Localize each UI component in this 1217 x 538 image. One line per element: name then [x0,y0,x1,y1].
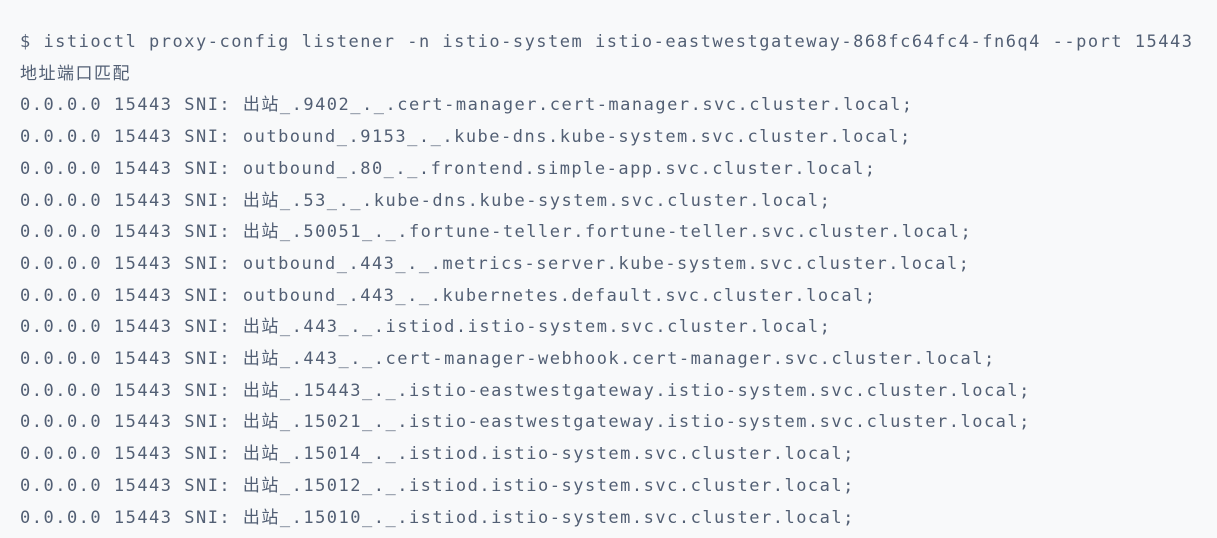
listener-address: 0.0.0.0 [20,475,103,496]
listener-row: 0.0.0.0 15443 SNI: 出站_.15443_._.istio-eastw… [20,376,1207,408]
listener-address: 0.0.0.0 [20,507,103,528]
table-header-text: 地址端口匹配 [20,63,131,84]
listener-address: 0.0.0.0 [20,127,103,148]
listener-address: 0.0.0.0 [20,444,103,465]
listener-row: 0.0.0.0 15443 SNI: 出站_.9402_._.cert-manager… [20,90,1207,122]
match-type-label: SNI: [184,127,232,148]
listener-port: 15443 [113,190,173,211]
listener-row: 0.0.0.0 15443 SNI: outbound_.80_._.frontend… [20,154,1207,186]
listener-port: 15443 [113,158,173,179]
listener-sni-value: outbound_.443_._.metrics-server.kube-sys… [242,253,971,274]
match-type-label: SNI: [184,412,232,433]
listener-row: 0.0.0.0 15443 SNI: outbound_.9153_._.kube-d… [20,122,1207,154]
listener-sni-value: 出站_.9402_._.cert-manager.cert-manager.sv… [242,95,914,116]
listener-sni-value: 出站_.50051_._.fortune-teller.fortune-tell… [242,222,973,243]
command-line: $ istioctl proxy-config listener -n istio… [20,27,1207,59]
match-type-label: SNI: [184,95,232,116]
listener-address: 0.0.0.0 [20,380,103,401]
listener-port: 15443 [113,285,173,306]
match-type-label: SNI: [184,380,232,401]
listener-address: 0.0.0.0 [20,412,103,433]
listener-row: 0.0.0.0 15443 SNI: 出站_.15010_._.istiod.isti… [20,503,1207,535]
listener-row: 0.0.0.0 15443 SNI: 出站_.53_._.kube-dns.kube-… [20,186,1207,218]
match-type-label: SNI: [184,475,232,496]
listener-sni-value: outbound_.443_._.kubernetes.default.svc.… [242,285,877,306]
listener-address: 0.0.0.0 [20,253,103,274]
listener-sni-value: 出站_.443_._.istiod.istio-system.svc.clust… [242,317,832,338]
listener-address: 0.0.0.0 [20,222,103,243]
listener-port: 15443 [113,95,173,116]
match-type-label: SNI: [184,317,232,338]
listener-row: 0.0.0.0 15443 SNI: outbound_.443_._.metrics… [20,249,1207,281]
listener-sni-value: 出站_.443_._.cert-manager-webhook.cert-man… [242,349,996,370]
listener-row: 0.0.0.0 15443 SNI: outbound_.443_._.kuberne… [20,281,1207,313]
listener-sni-value: outbound_.9153_._.kube-dns.kube-system.s… [242,127,912,148]
table-header: 地址端口匹配 [20,59,1207,91]
listener-sni-value: 出站_.15010_._.istiod.istio-system.svc.clu… [242,507,855,528]
match-type-label: SNI: [184,444,232,465]
listener-address: 0.0.0.0 [20,349,103,370]
listener-address: 0.0.0.0 [20,317,103,338]
listener-row: 0.0.0.0 15443 SNI: 出站_.15012_._.istiod.isti… [20,471,1207,503]
match-type-label: SNI: [184,507,232,528]
listener-port: 15443 [113,507,173,528]
listener-sni-value: 出站_.15443_._.istio-eastwestgateway.istio… [242,380,1031,401]
listener-address: 0.0.0.0 [20,158,103,179]
listener-row: 0.0.0.0 15443 SNI: 出站_.15014_._.istiod.isti… [20,439,1207,471]
listener-sni-value: 出站_.15014_._.istiod.istio-system.svc.clu… [242,444,855,465]
match-type-label: SNI: [184,158,232,179]
listener-port: 15443 [113,253,173,274]
listener-sni-value: outbound_.80_._.frontend.simple-app.svc.… [242,158,877,179]
match-type-label: SNI: [184,222,232,243]
shell-prompt: $ [20,32,32,52]
match-type-label: SNI: [184,285,232,306]
listener-row: 0.0.0.0 15443 SNI: 出站_.15021_._.istio-eastw… [20,407,1207,439]
match-type-label: SNI: [184,349,232,370]
listener-sni-value: 出站_.15021_._.istio-eastwestgateway.istio… [242,412,1031,433]
match-type-label: SNI: [184,190,232,211]
listener-port: 15443 [113,222,173,243]
match-type-label: SNI: [184,253,232,274]
listener-port: 15443 [113,317,173,338]
listener-address: 0.0.0.0 [20,95,103,116]
listener-port: 15443 [113,412,173,433]
listener-port: 15443 [113,475,173,496]
command-text: istioctl proxy-config listener -n istio-… [43,32,1194,52]
listener-sni-value: 出站_.15012_._.istiod.istio-system.svc.clu… [242,475,855,496]
listener-row: 0.0.0.0 15443 SNI: 出站_.443_._.cert-manager-… [20,344,1207,376]
listener-sni-value: 出站_.53_._.kube-dns.kube-system.svc.clust… [242,190,832,211]
listener-row: 0.0.0.0 15443 SNI: 出站_.50051_._.fortune-tel… [20,217,1207,249]
listener-address: 0.0.0.0 [20,285,103,306]
listener-port: 15443 [113,349,173,370]
listener-port: 15443 [113,127,173,148]
listener-address: 0.0.0.0 [20,190,103,211]
listener-port: 15443 [113,380,173,401]
listener-row: 0.0.0.0 15443 SNI: 出站_.443_._.istiod.istio-… [20,312,1207,344]
listener-port: 15443 [113,444,173,465]
